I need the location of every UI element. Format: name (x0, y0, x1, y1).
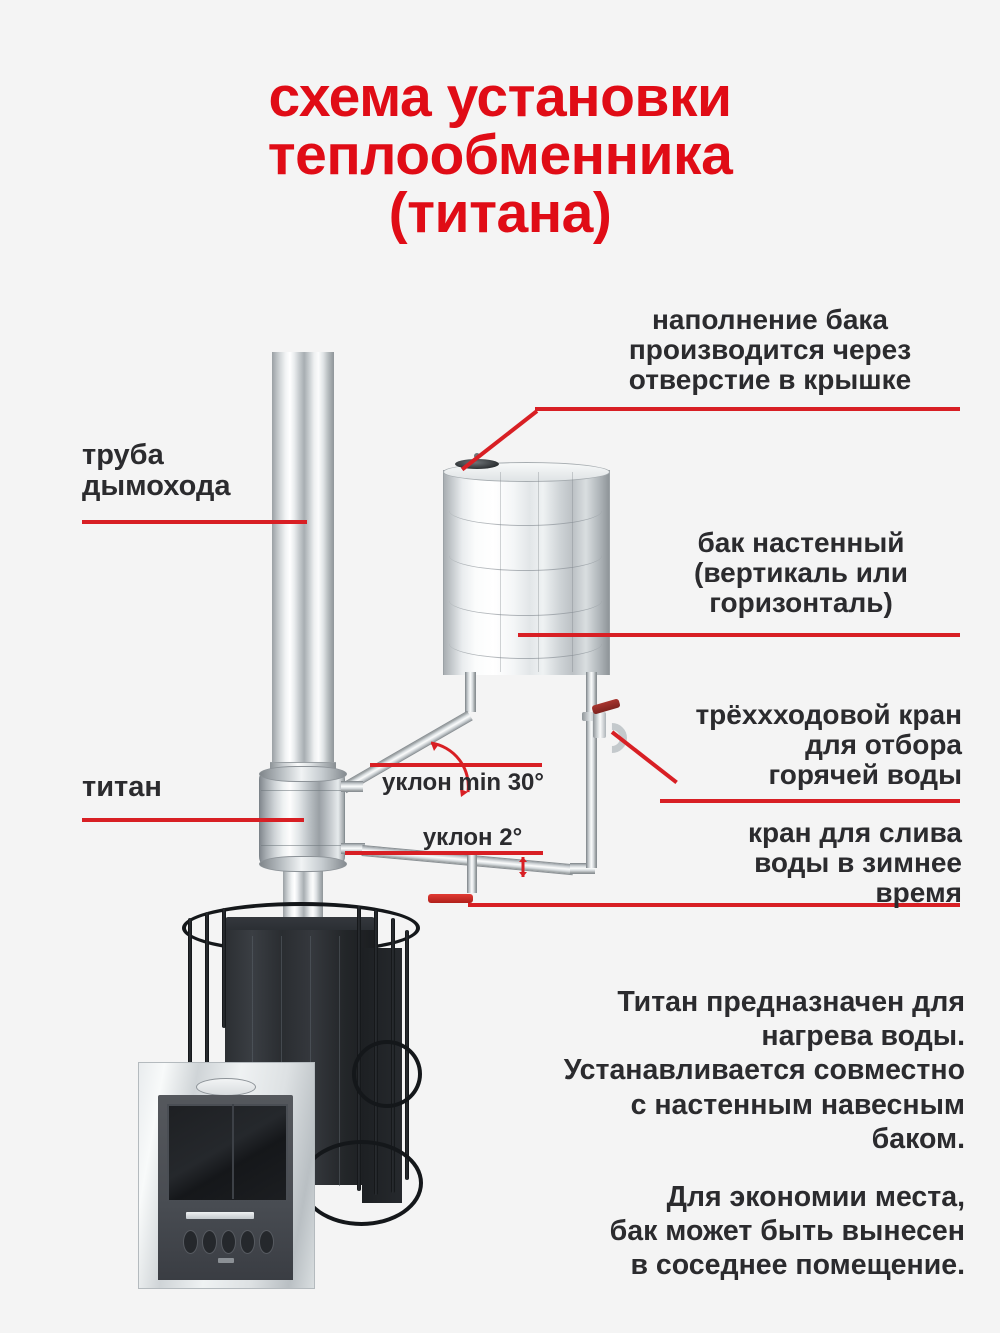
wall-tank-line-2: (вертикаль или (694, 556, 908, 588)
annotation-wall-tank: бак настенный (вертикаль или горизонталь… (640, 528, 962, 618)
tank-right-riser-pipe (586, 672, 597, 868)
cage-bar-4 (357, 906, 361, 1191)
annotation-chimney-pipe: труба дымохода (82, 439, 342, 503)
door-vent-oval-5 (259, 1230, 274, 1254)
annotation-titan: титан (82, 771, 302, 803)
annotation-fill-through-lid: наполнение бака производится через отвер… (575, 305, 965, 395)
titan-top-cap (259, 766, 347, 782)
chimney-line-2: дымохода (82, 470, 231, 503)
door-vent-oval-1 (183, 1230, 198, 1254)
faucet-body[interactable] (593, 712, 606, 738)
drain-line-3: время (875, 876, 962, 908)
cage-bar-2 (205, 912, 209, 1157)
stone-cage-bottom-hoop (300, 1140, 423, 1226)
annotation-three-way-valve: трёххходовой кран для отбора горячей вод… (628, 700, 962, 790)
titan-ring-1 (261, 790, 343, 791)
titan-bottom-cap (259, 856, 347, 872)
title-line-3: (титана) (388, 181, 612, 246)
leader-titan (82, 818, 304, 822)
leader-chimney-pipe (82, 520, 307, 524)
drain-line-2: воды в зимнее (754, 846, 962, 878)
leader-drain-valve (468, 903, 960, 907)
fill-lid-line-3: отверстие в крышке (628, 363, 912, 395)
p2-line-1: Для экономии места, (666, 1181, 965, 1213)
paragraph-titan-purpose: Титан предназначен для нагрева воды. Уст… (420, 985, 965, 1156)
drain-valve-lever[interactable] (428, 894, 473, 903)
leader-fill-lid-horizontal (535, 407, 960, 411)
p1-line-3: Устанавливается совместно (563, 1054, 965, 1087)
title-line-2: теплообменника (267, 123, 733, 188)
door-vent-oval-4 (240, 1230, 255, 1254)
tank-band-arc-4 (449, 628, 602, 659)
leader-wall-tank (518, 633, 960, 637)
leader-three-way-horizontal (660, 799, 960, 803)
angle-arrow-2-degrees (519, 857, 527, 877)
door-latch[interactable] (218, 1258, 234, 1263)
firebox-glass-door[interactable] (167, 1104, 288, 1203)
stove-rib-3 (310, 936, 311, 1186)
titan-ring-2 (261, 845, 343, 846)
tank-band-arc-3 (449, 585, 602, 616)
chimney-line-1: труба (82, 439, 164, 471)
three-way-line-3: горячей воды (768, 758, 962, 790)
stove-rib-4 (339, 936, 340, 1186)
slope-2-reference-line (345, 851, 543, 855)
door-glass-divider (232, 1104, 234, 1199)
tank-band-arc-1 (449, 495, 602, 526)
drain-tee-stub (467, 855, 477, 893)
door-vent-oval-3 (221, 1230, 236, 1254)
p2-line-2: бак может быть вынесен (609, 1215, 965, 1248)
stone-cage-mid-hoop (352, 1040, 422, 1108)
p1-line-5: баком. (871, 1122, 965, 1155)
return-horizontal-pipe (570, 863, 595, 874)
tank-lid-with-hole (455, 459, 499, 469)
p2-line-3: в соседнее помещение. (630, 1249, 965, 1282)
tank-seam-1 (538, 472, 539, 672)
annotation-drain-valve: кран для слива воды в зимнее время (628, 818, 962, 908)
three-way-line-2: для отбора (805, 728, 962, 760)
fill-lid-line-1: наполнение бака (651, 304, 888, 335)
titan-upper-port-pipe (341, 781, 363, 792)
wall-tank-line-1: бак настенный (697, 527, 905, 558)
drain-line-1: кран для слива (747, 817, 962, 848)
tank-seam-3 (500, 472, 501, 672)
tank-band-arc-2 (449, 540, 602, 571)
door-vent-slot[interactable] (186, 1212, 254, 1219)
cage-bar-1 (188, 918, 192, 1168)
chimney-pipe (272, 352, 334, 782)
brand-badge (196, 1078, 256, 1096)
door-vent-oval-2 (202, 1230, 217, 1254)
stove-rib-2 (281, 936, 282, 1186)
p1-line-4: с настенным навесным (630, 1088, 965, 1121)
title-line-1: схема установки (268, 65, 732, 129)
annotation-slope-30: уклон min 30° (381, 769, 545, 796)
cage-bar-3 (222, 908, 226, 1028)
p1-line-1: Титан предназначен для (617, 986, 965, 1018)
tank-left-outlet-pipe (465, 672, 476, 712)
paragraph-space-saving: Для экономии места, бак может быть вынес… (420, 1180, 965, 1283)
faucet-collar (582, 712, 599, 721)
page-title: схема установки теплообменника (титана) (0, 65, 1000, 246)
titan-line-1: титан (82, 771, 162, 803)
tank-seam-2 (572, 472, 573, 672)
wall-tank-line-3: горизонталь) (709, 586, 893, 618)
slope-30-reference-line (370, 763, 542, 767)
stove-rib-1 (252, 936, 253, 1186)
fill-lid-line-2: производится через (628, 333, 912, 365)
three-way-line-1: трёххходовой кран (695, 699, 962, 730)
p1-line-2: нагрева воды. (761, 1020, 965, 1053)
angle-arc-30-degrees (430, 741, 470, 797)
annotation-slope-2: уклон 2° (422, 824, 523, 851)
